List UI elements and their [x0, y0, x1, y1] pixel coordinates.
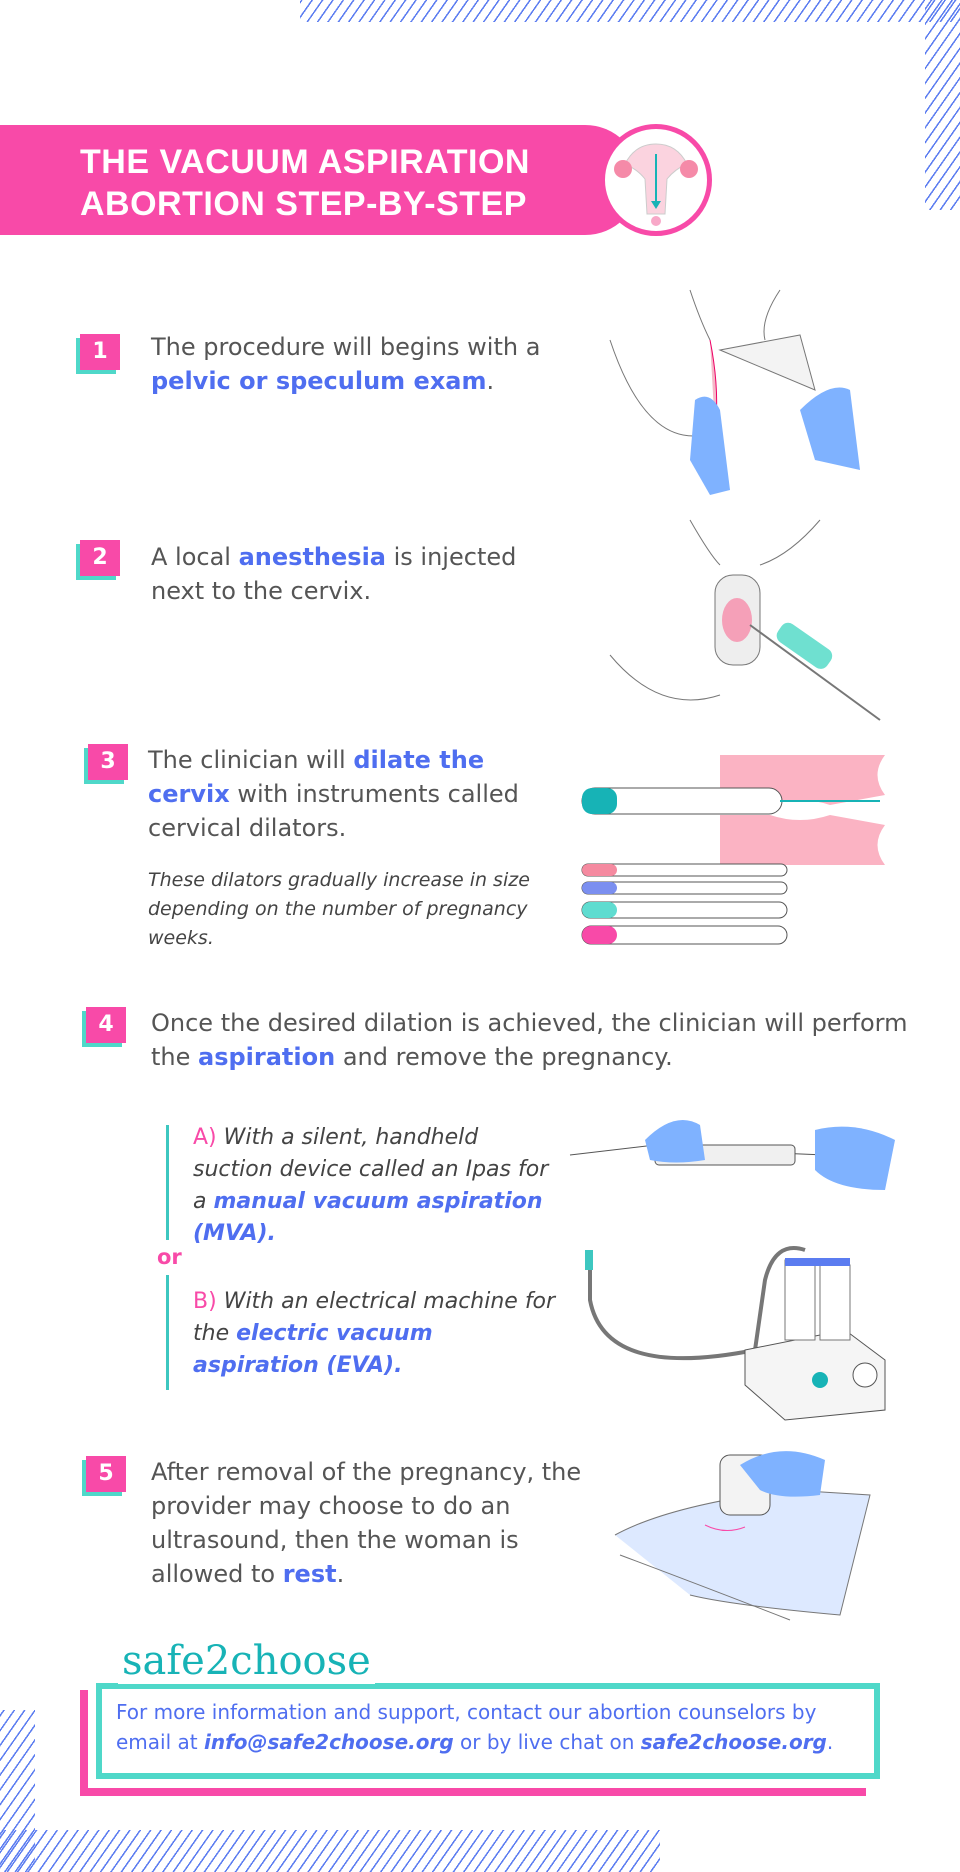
speculum-exam-illustration: [609, 289, 860, 495]
electric-vacuum-machine-illustration: [585, 1246, 886, 1421]
step-number-1: 1: [80, 334, 120, 370]
step-4-text: Once the desired dilation is achieved, t…: [151, 1009, 908, 1071]
ultrasound-illustration: [614, 1451, 871, 1621]
step-number-4: 4: [86, 1007, 126, 1043]
decor-hatch-bottom: [0, 1830, 660, 1872]
website-link[interactable]: safe2choose.org: [640, 1730, 827, 1754]
option-b-text: B) With an electrical machine for the el…: [193, 1289, 556, 1378]
cervical-dilation-illustration: [581, 755, 885, 945]
step-2-text: A local anesthesia is injected next to t…: [151, 543, 517, 605]
or-label: or: [157, 1245, 182, 1269]
decor-hatch-top: [300, 0, 960, 22]
options-divider-top: [166, 1125, 169, 1240]
step-number-3: 3: [88, 744, 128, 780]
email-link[interactable]: info@safe2choose.org: [203, 1730, 454, 1754]
dilator-note: These dilators gradually increase in siz…: [148, 869, 530, 949]
uterus-icon: [600, 124, 712, 236]
options-divider-bottom: [166, 1275, 169, 1390]
footer-accent-bottom: [80, 1788, 866, 1796]
step-number-2: 2: [80, 540, 120, 576]
step-number-5: 5: [86, 1456, 126, 1492]
manual-vacuum-aspirator-illustration: [569, 1120, 895, 1190]
contact-box: [96, 1683, 880, 1779]
footer-accent-left: [80, 1690, 88, 1795]
step-5-text: After removal of the pregnancy, the prov…: [151, 1458, 582, 1588]
option-a-text: A) With a silent, handheld suction devic…: [193, 1125, 549, 1246]
contact-text: For more information and support, contac…: [116, 1700, 834, 1754]
step-1-text: The procedure will begins with a pelvic …: [151, 333, 541, 395]
anesthesia-injection-illustration: [609, 519, 881, 721]
decor-hatch-right: [925, 0, 960, 210]
step-3-text: The clinician will dilate the cervix wit…: [148, 746, 519, 842]
safe2choose-logo: safe2choose: [118, 1638, 375, 1684]
